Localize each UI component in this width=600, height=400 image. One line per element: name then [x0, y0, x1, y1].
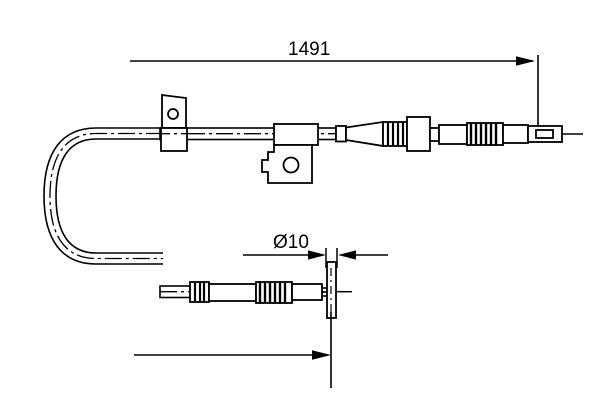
lower-collar-ribs [193, 282, 206, 302]
arrowhead-right-lower [312, 350, 331, 360]
lower-bracket-hole [282, 156, 300, 174]
ferrule-a [335, 125, 347, 143]
end-terminal-eyelet [535, 129, 554, 139]
u-bend-outer-wall [43, 127, 163, 265]
lower-end-connector [322, 287, 327, 297]
hex-body [406, 116, 431, 152]
dimension-label-diameter: Ø10 [273, 232, 309, 253]
arrowhead-right-overall [516, 56, 535, 66]
upper-bracket [160, 93, 188, 152]
dimension-overall-length: 1491 [130, 39, 539, 143]
lower-tube-b [291, 283, 323, 301]
arrowhead-dia-right [308, 250, 326, 260]
u-bend-centerline [49, 132, 163, 260]
arrowhead-dia-left [338, 250, 356, 260]
upper-fittings-chain [335, 116, 563, 152]
dimension-lower-length [134, 312, 332, 388]
dimension-label-overall: 1491 [288, 39, 330, 60]
upper-bracket-hole [167, 108, 179, 120]
neck-a [429, 127, 440, 142]
u-bend [43, 127, 163, 265]
u-bend-inner-wall [55, 138, 163, 254]
lower-bracket-collar [273, 123, 319, 146]
lower-spring-turns [258, 282, 287, 303]
lower-tube-a [208, 283, 257, 302]
tube-b [438, 124, 468, 145]
tube-c [502, 124, 529, 144]
dimension-end-fitting-diameter: Ø10 [243, 232, 388, 268]
ribbed-band-ribs [386, 122, 405, 146]
lower-bracket [261, 123, 319, 184]
spring-coil-turns [469, 123, 498, 145]
upper-bracket-collar [160, 127, 188, 152]
